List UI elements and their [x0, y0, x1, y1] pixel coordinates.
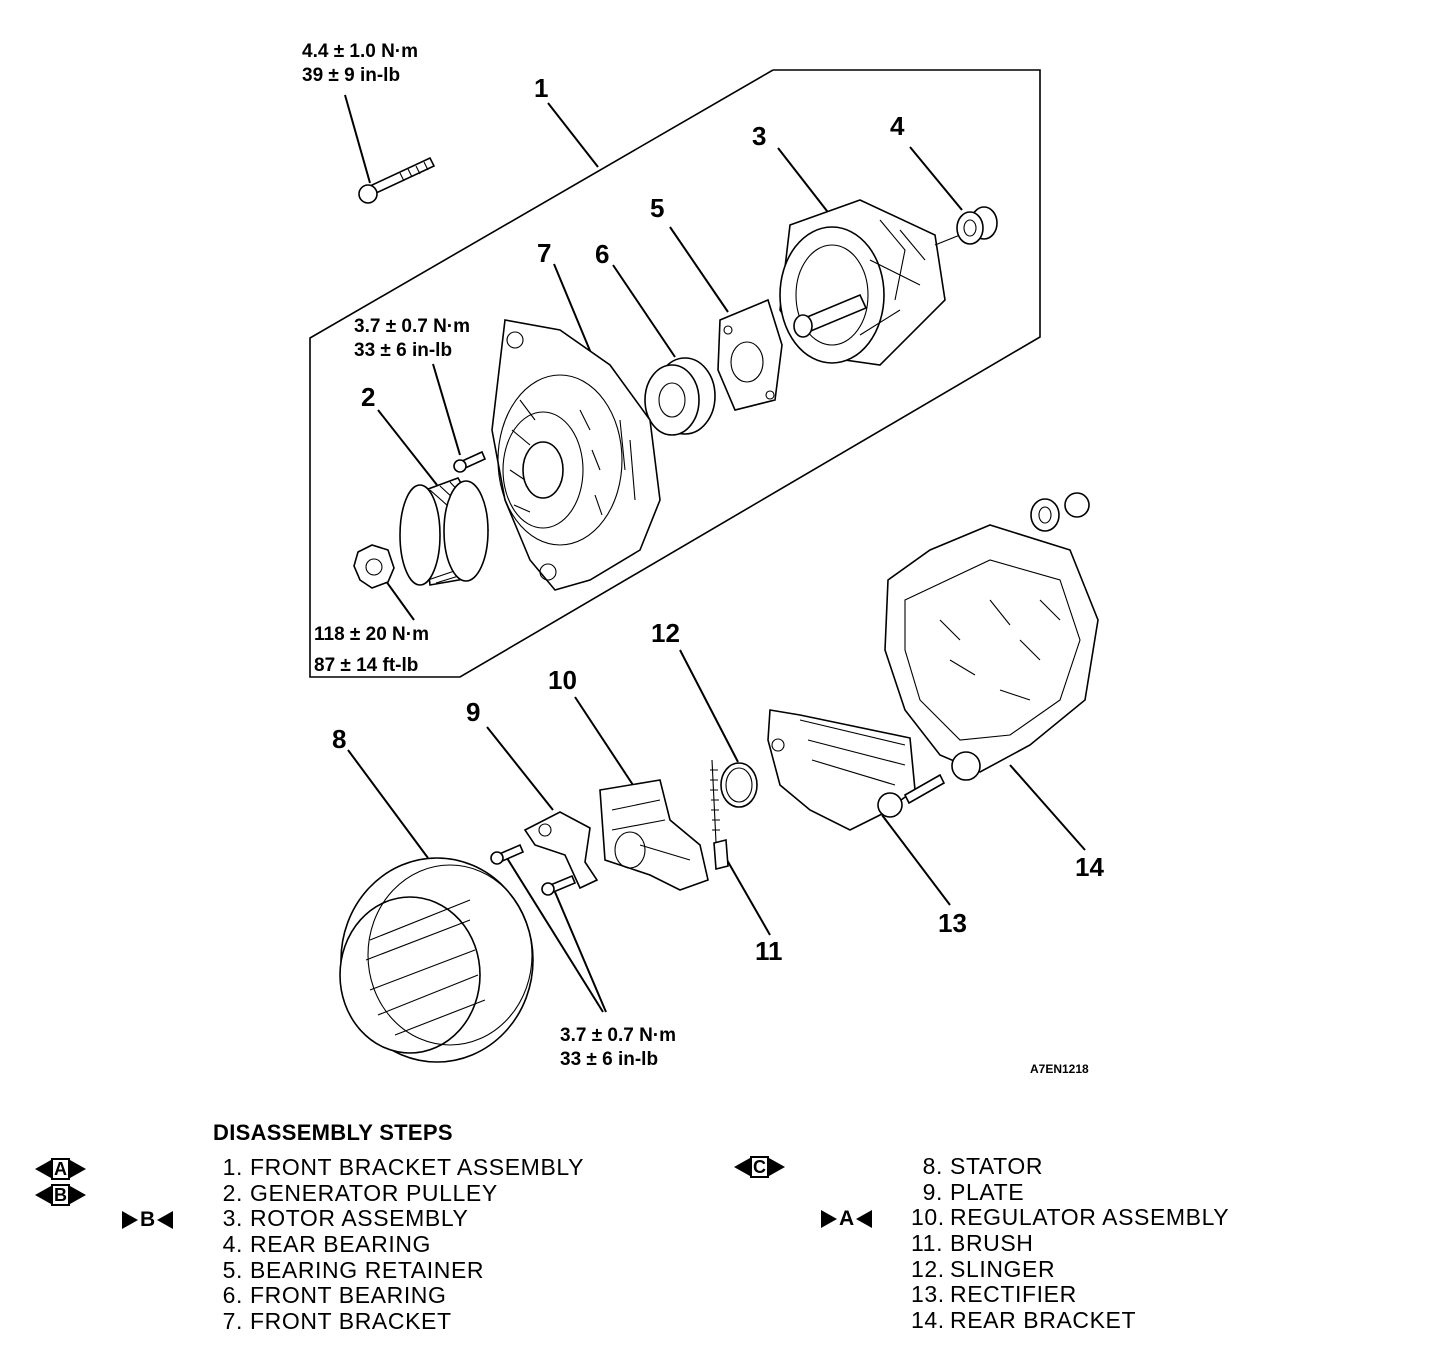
torque-top-bolt-imperial: 39 ± 9 in-lb [302, 65, 400, 86]
figure-code: A7EN1218 [1030, 1062, 1089, 1076]
step-item: 2. GENERATOR PULLEY [222, 1179, 498, 1206]
step-item: 12. SLINGER [911, 1255, 1056, 1282]
triangle-left-icon [734, 1158, 750, 1176]
exploded-view-diagram: 1 2 3 4 5 6 7 8 9 10 11 12 13 14 4.4 ± 1… [302, 41, 1104, 1076]
disassembly-steps-title: DISASSEMBLY STEPS [213, 1120, 453, 1145]
front-bearing [644, 357, 716, 436]
callout-13: 13 [938, 908, 967, 938]
front-bracket [491, 319, 661, 591]
top-bolt [358, 156, 436, 204]
rotor-assembly [779, 199, 961, 366]
torque-specs: 4.4 ± 1.0 N·m 39 ± 9 in-lb 3.7 ± 0.7 N·m… [302, 41, 676, 1070]
marker-step1: A [35, 1157, 86, 1181]
triangle-right-icon [70, 1160, 86, 1178]
step-item: 9. PLATE [922, 1178, 1025, 1205]
callout-3: 3 [752, 121, 766, 151]
rear-bracket [884, 524, 1099, 781]
callout-6: 6 [595, 239, 609, 269]
triangle-right-icon [769, 1158, 785, 1176]
callout-numbers: 1 2 3 4 5 6 7 8 9 10 11 12 13 14 [332, 73, 1104, 966]
slinger [720, 762, 758, 808]
torque-pulley-nut-imperial: 87 ± 14 ft-lb [314, 655, 418, 676]
torque-top-bolt-metric: 4.4 ± 1.0 N·m [302, 41, 418, 62]
assembly-frame [309, 69, 1041, 678]
callout-9: 9 [466, 697, 480, 727]
callout-2: 2 [361, 382, 375, 412]
callout-14: 14 [1075, 852, 1104, 882]
stator [339, 857, 534, 1063]
callout-12: 12 [651, 618, 680, 648]
step-item: 8. STATOR [922, 1153, 1044, 1179]
callout-8: 8 [332, 724, 346, 754]
step-item: 14. REAR BRACKET [911, 1307, 1137, 1334]
callout-1: 1 [534, 73, 548, 103]
triangle-left-icon [856, 1210, 873, 1228]
step-item: 1. FRONT BRACKET ASSEMBLY [222, 1154, 585, 1180]
triangle-left-icon [157, 1211, 174, 1229]
marker-step8: C [734, 1155, 785, 1179]
step-item: 7. FRONT BRACKET [222, 1308, 452, 1335]
steps-list-left: 1. FRONT BRACKET ASSEMBLY 2. GENERATOR P… [213, 1154, 585, 1335]
plate-screws [490, 843, 577, 896]
step-item: 5. BEARING RETAINER [222, 1256, 485, 1283]
step-item: 10. REGULATOR ASSEMBLY [911, 1204, 1230, 1231]
step-item: 3. ROTOR ASSEMBLY [222, 1205, 469, 1232]
pulley-nut [353, 544, 395, 589]
rectifier [767, 709, 946, 831]
torque-plate-screws-imperial: 33 ± 6 in-lb [560, 1049, 658, 1070]
leader-lines [344, 94, 1086, 1013]
triangle-right-icon [821, 1210, 837, 1228]
triangle-left-icon [35, 1160, 51, 1178]
regulator-assembly [599, 779, 709, 891]
torque-screw-imperial: 33 ± 6 in-lb [354, 340, 452, 361]
front-bracket-screw [453, 450, 487, 473]
brush [710, 759, 729, 871]
marker-step3: B [122, 1208, 174, 1232]
callout-10: 10 [548, 665, 577, 695]
generator-pulley [399, 477, 489, 586]
callout-4: 4 [890, 111, 905, 141]
torque-screw-metric: 3.7 ± 0.7 N·m [354, 316, 470, 337]
rear-bracket-bushing [1030, 492, 1090, 532]
step-item: 4. REAR BEARING [222, 1231, 432, 1258]
torque-pulley-nut-metric: 118 ± 20 N·m [314, 624, 429, 645]
callout-7: 7 [537, 238, 551, 268]
step-item: 11. BRUSH [911, 1230, 1034, 1257]
callout-11: 11 [755, 936, 783, 966]
callout-5: 5 [650, 193, 664, 223]
torque-plate-screws-metric: 3.7 ± 0.7 N·m [560, 1025, 676, 1046]
triangle-left-icon [35, 1186, 51, 1204]
bearing-retainer [717, 298, 783, 411]
marker-step2: B [35, 1183, 86, 1207]
triangle-right-icon [122, 1211, 138, 1229]
rear-bearing [956, 206, 998, 245]
steps-list-right: 8. STATOR 9. PLATE 10. REGULATOR ASSEMBL… [911, 1153, 1230, 1334]
marker-step10: A [821, 1207, 873, 1231]
triangle-right-icon [70, 1186, 86, 1204]
step-item: 6. FRONT BEARING [222, 1282, 447, 1309]
plate [523, 811, 599, 890]
step-item: 13. RECTIFIER [911, 1281, 1077, 1308]
